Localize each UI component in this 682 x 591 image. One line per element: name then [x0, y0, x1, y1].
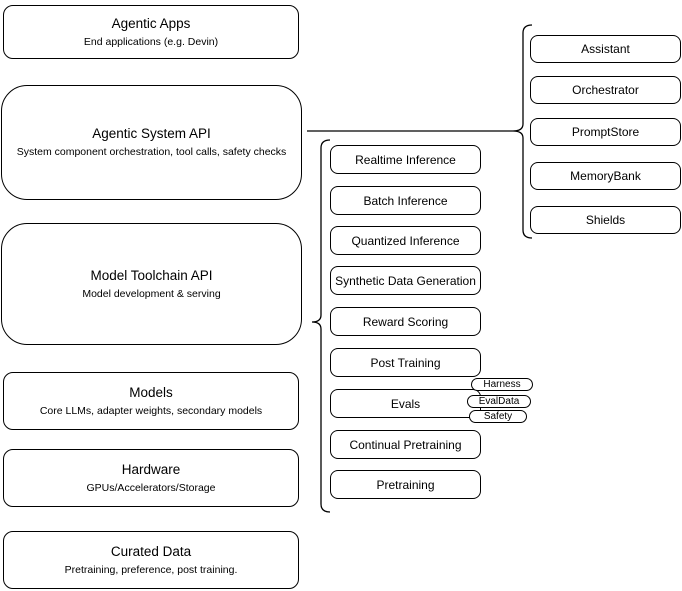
node-curated-data: Curated Data Pretraining, preference, po…: [3, 531, 299, 589]
node-reward-scoring: Reward Scoring: [330, 307, 481, 336]
toolchain-brace: [311, 139, 331, 513]
tag-evaldata: EvalData: [467, 395, 531, 408]
node-subtitle: System component orchestration, tool cal…: [16, 146, 287, 159]
tag-harness: Harness: [471, 378, 533, 391]
node-batch-inference: Batch Inference: [330, 186, 481, 215]
node-promptstore: PromptStore: [530, 118, 681, 146]
node-post-training: Post Training: [330, 348, 481, 377]
node-synthetic-data-generation: Synthetic Data Generation: [330, 266, 481, 295]
node-orchestrator: Orchestrator: [530, 76, 681, 104]
node-title: Curated Data: [110, 543, 192, 559]
node-quantized-inference: Quantized Inference: [330, 226, 481, 255]
node-evals: Evals: [330, 389, 481, 418]
node-shields: Shields: [530, 206, 681, 234]
node-subtitle: Core LLMs, adapter weights, secondary mo…: [39, 404, 263, 417]
node-title: Agentic System API: [92, 126, 211, 142]
node-models: Models Core LLMs, adapter weights, secon…: [3, 372, 299, 430]
node-model-toolchain-api: Model Toolchain API Model development & …: [1, 223, 302, 345]
node-agentic-apps: Agentic Apps End applications (e.g. Devi…: [3, 5, 299, 59]
node-realtime-inference: Realtime Inference: [330, 145, 481, 174]
node-memorybank: MemoryBank: [530, 162, 681, 190]
node-subtitle: Pretraining, preference, post training.: [64, 563, 238, 576]
node-title: Models: [129, 384, 173, 400]
node-hardware: Hardware GPUs/Accelerators/Storage: [3, 449, 299, 507]
node-subtitle: End applications (e.g. Devin): [83, 35, 219, 48]
node-title: Agentic Apps: [111, 15, 191, 31]
node-subtitle: GPUs/Accelerators/Storage: [86, 481, 216, 494]
tag-safety: Safety: [469, 410, 527, 423]
node-pretraining: Pretraining: [330, 470, 481, 499]
node-continual-pretraining: Continual Pretraining: [330, 430, 481, 459]
node-title: Hardware: [121, 461, 181, 477]
node-title: Model Toolchain API: [90, 267, 213, 283]
node-assistant: Assistant: [530, 35, 681, 63]
node-agentic-system-api: Agentic System API System component orch…: [1, 85, 302, 200]
node-subtitle: Model development & serving: [82, 287, 221, 300]
